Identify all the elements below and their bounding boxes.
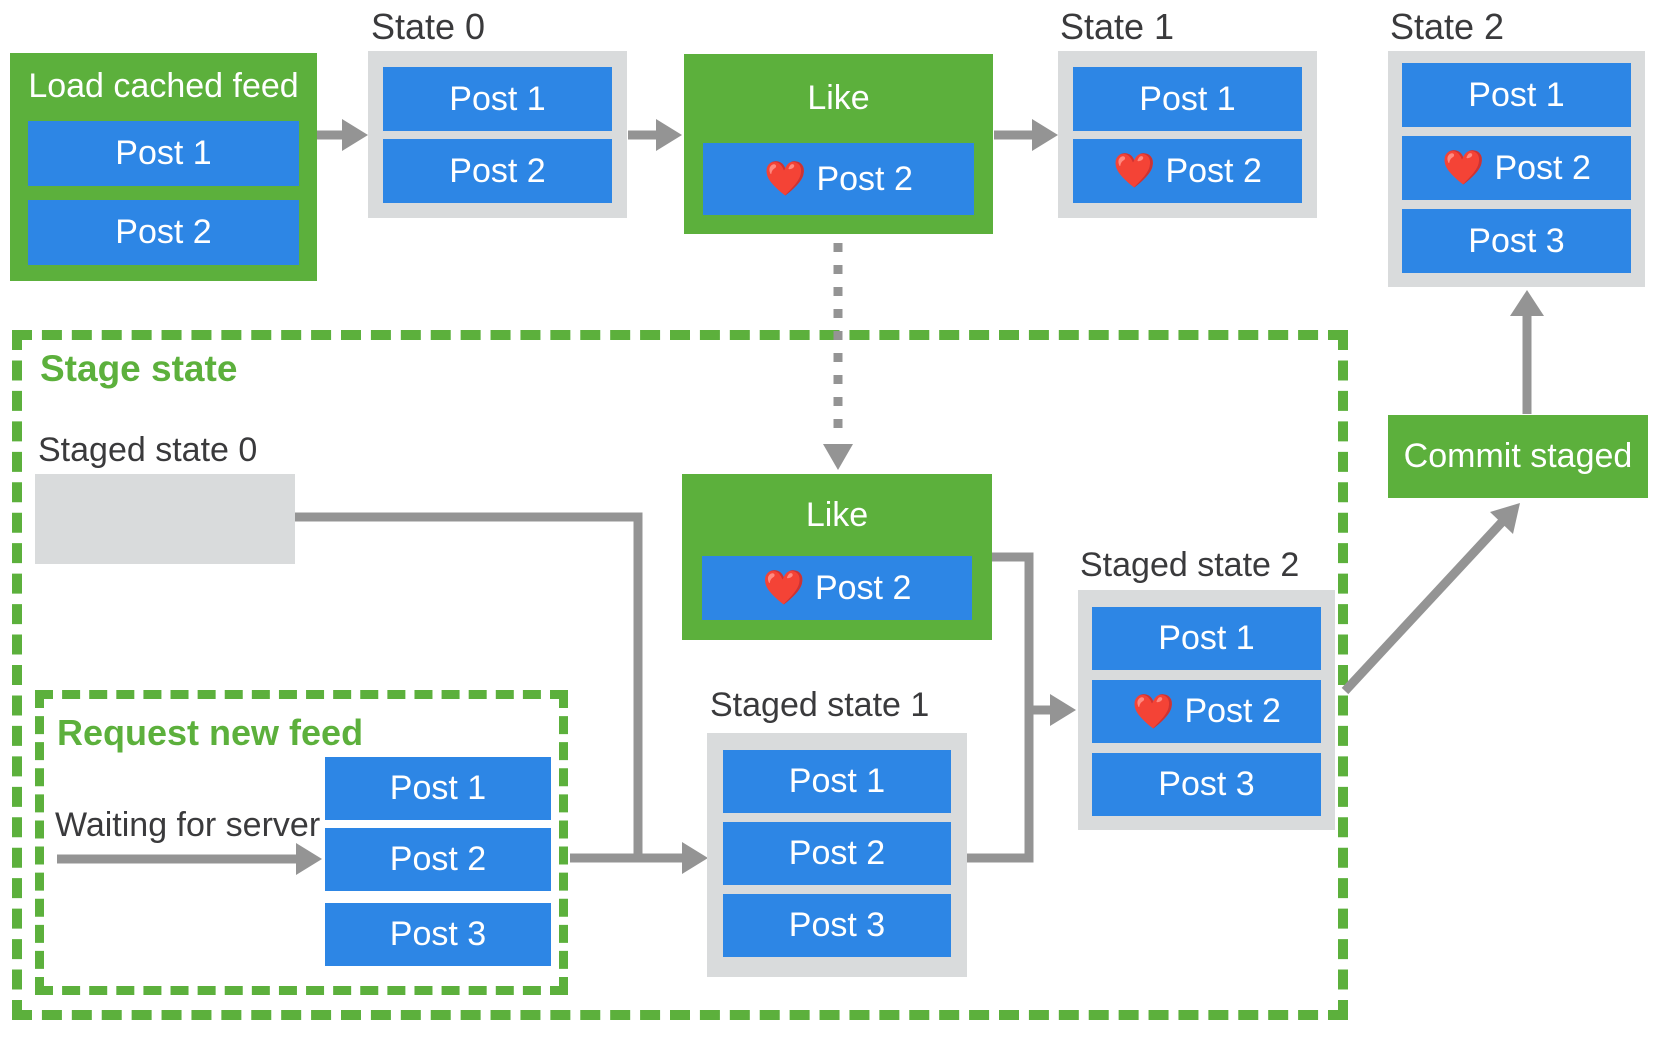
post-row: Post 1 <box>325 757 551 820</box>
like-title: Like <box>805 495 869 534</box>
post-row: ❤️ Post 2 <box>702 556 972 620</box>
load-cached-feed-box: Load cached feed Post 1 Post 2 <box>10 53 317 281</box>
like-title: Like <box>807 79 870 117</box>
state1-box: Post 1 ❤️ Post 2 <box>1058 51 1317 218</box>
staged-state1-label: Staged state 1 <box>710 686 930 724</box>
heart-icon: ❤️ <box>762 569 805 607</box>
post-row: Post 2 <box>723 822 951 885</box>
post-row: ❤️ Post 2 <box>1402 136 1631 200</box>
staged-state2-label: Staged state 2 <box>1080 546 1300 584</box>
post-label: Post 3 <box>389 915 487 953</box>
state0-label: State 0 <box>371 6 486 47</box>
post-label: Post 3 <box>1158 765 1255 803</box>
post-row: ❤️ Post 2 <box>1092 680 1321 743</box>
post-row: ❤️ Post 2 <box>703 143 974 215</box>
post-label: Post 2 <box>816 159 913 198</box>
post-row: Post 1 <box>383 67 612 131</box>
staged-state0-box <box>35 474 295 564</box>
stage-state-title: Stage state <box>40 348 238 389</box>
request-new-feed-title: Request new feed <box>57 712 364 753</box>
post-label: Post 2 <box>1494 148 1591 187</box>
post-row: Post 3 <box>1402 209 1631 273</box>
heart-icon: ❤️ <box>1442 149 1485 187</box>
like-staged-action-box: Like ❤️ Post 2 <box>682 474 992 640</box>
staged-state2-box: Post 1 ❤️ Post 2 Post 3 <box>1078 590 1335 830</box>
arrow-like-to-state1 <box>994 119 1058 151</box>
post-row: Post 1 <box>723 750 951 813</box>
heart-icon: ❤️ <box>764 160 807 198</box>
commit-staged-box: Commit staged <box>1388 415 1648 498</box>
state2-label: State 2 <box>1390 6 1505 47</box>
post-row: Post 1 <box>1092 607 1321 670</box>
post-label: Post 1 <box>788 762 886 800</box>
arrow-staged2-to-commit <box>1341 503 1520 695</box>
post-label: Post 2 <box>788 834 886 872</box>
state2-box: Post 1 ❤️ Post 2 Post 3 <box>1388 51 1645 287</box>
post-label: Post 2 <box>449 151 546 190</box>
state1-label: State 1 <box>1060 6 1175 47</box>
post-row: Post 1 <box>1402 63 1631 127</box>
post-label: Post 1 <box>1468 75 1565 114</box>
post-label: Post 3 <box>1468 221 1565 260</box>
post-row: Post 1 <box>28 121 299 186</box>
arrow-load-to-state0 <box>317 119 368 151</box>
like-action-box: Like ❤️ Post 2 <box>684 54 993 234</box>
post-label: Post 2 <box>1165 151 1262 190</box>
arrow-commit-to-state2 <box>1510 290 1544 414</box>
state0-box: Post 1 Post 2 <box>368 51 627 218</box>
post-row: Post 1 <box>1073 67 1302 131</box>
post-row: ❤️ Post 2 <box>1073 139 1302 203</box>
staged-state1-box: Post 1 Post 2 Post 3 <box>707 733 967 977</box>
post-row: Post 2 <box>383 139 612 203</box>
post-row: Post 3 <box>723 894 951 957</box>
post-label: Post 1 <box>389 769 487 807</box>
post-row: Post 2 <box>325 828 551 891</box>
post-label: Post 3 <box>788 906 886 944</box>
arrow-state0-to-like <box>628 119 682 151</box>
post-label: Post 1 <box>1139 79 1236 118</box>
load-cached-feed-title: Load cached feed <box>28 67 299 105</box>
heart-icon: ❤️ <box>1132 692 1175 731</box>
post-row: Post 2 <box>28 200 299 265</box>
post-label: Post 1 <box>115 134 212 172</box>
heart-icon: ❤️ <box>1113 152 1156 190</box>
post-label: Post 1 <box>1158 619 1255 657</box>
post-label: Post 2 <box>1184 692 1281 730</box>
post-label: Post 1 <box>449 79 546 118</box>
post-label: Post 2 <box>115 213 212 251</box>
post-row: Post 3 <box>325 903 551 966</box>
post-label: Post 2 <box>814 568 912 607</box>
staged-state0-label: Staged state 0 <box>38 431 258 469</box>
post-label: Post 2 <box>389 840 487 878</box>
commit-staged-label: Commit staged <box>1403 437 1633 475</box>
waiting-for-server-text: Waiting for server <box>55 806 321 844</box>
post-row: Post 3 <box>1092 753 1321 816</box>
